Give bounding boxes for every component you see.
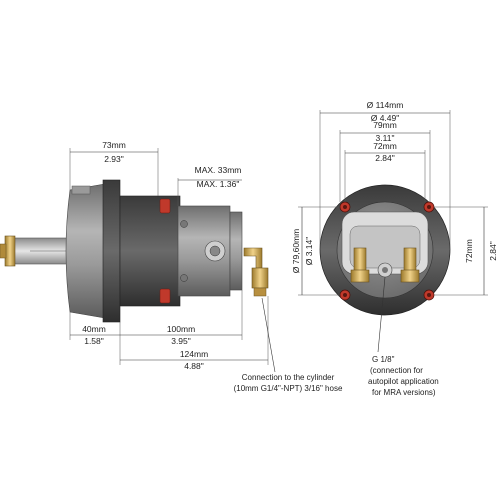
dim-2-84in-top: 2.84" [375,153,395,163]
head-screw-bottom [180,274,188,282]
housing-bowl [65,183,106,319]
center-port-bore [209,245,221,257]
dim-2-93in: 2.93" [104,154,124,164]
knurled-body [119,195,181,307]
dim-3-95in: 3.95" [171,336,191,346]
g18-note-line4: for MRA versions) [372,388,436,397]
brass-nut [4,235,16,267]
bolt-center [343,293,347,297]
dim-3-11in: 3.11" [376,133,395,143]
g18-leader [377,276,386,353]
top-boss [71,185,91,195]
dim-dia-3-14in: Ø 3.14" [304,237,314,266]
brass-fitting-right-nut [400,269,420,283]
red-bolt-top [159,198,171,214]
connection-note-line1: Connection to the cylinder [242,373,335,382]
bolt-center [427,205,431,209]
flange [102,179,121,323]
dim-100mm: 100mm [167,324,195,334]
head-screw-top [180,220,188,228]
dim-4-88in: 4.88" [184,361,204,371]
front-view: Ø 114mm Ø 4.49" 79mm 3.11" 72mm 2.84" Ø … [291,100,498,397]
dim-dia-79-60mm: Ø 79,60mm [291,229,301,273]
shaft-collar [0,243,7,259]
end-cap [229,211,243,291]
dim-dia-114mm: Ø 114mm [367,100,404,110]
red-bolt-bottom [159,288,171,304]
bolt-center [343,205,347,209]
dim-max-33mm: MAX. 33mm [195,165,242,175]
dim-1-58in: 1.58" [84,336,104,346]
dim-79mm: 79mm [373,120,397,130]
dim-2-84in-right: 2.84" [488,241,498,261]
g18-note-line3: autopilot application [368,377,439,386]
brass-elbow [243,247,263,269]
dim-72mm-right: 72mm [464,239,474,263]
dim-73mm: 73mm [102,140,126,150]
brass-fitting-left-nut [350,269,370,283]
side-view: 73mm 2.93" MAX. 33mm MAX. 1.36" 40mm 1.5… [0,140,343,393]
dim-72mm-top: 72mm [373,141,397,151]
dim-max-1-36in: MAX. 1.36" [197,179,240,189]
g18-note-line2: (connection for [370,366,423,375]
dim-dia-4-49in: Ø 4.49" [371,113,400,123]
connection-note-line2: (10mm G1/4"-NPT) 3/16" hose [234,384,343,393]
connection-leader [261,297,276,373]
dim-124mm: 124mm [180,349,208,359]
bolt-center [427,293,431,297]
elbow-nut [251,267,269,289]
hose-barb [253,287,267,297]
g18-note-line1: G 1/8" [372,355,395,364]
g18-port-bore [382,267,388,273]
dim-40mm: 40mm [82,324,106,334]
